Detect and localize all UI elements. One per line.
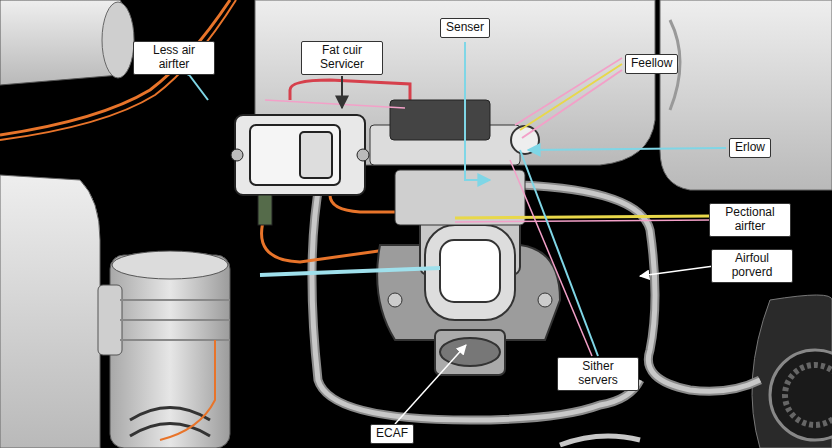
engine-part-path bbox=[528, 148, 726, 150]
callout-text: Airfoul porverd bbox=[717, 252, 787, 280]
engine-part-path bbox=[510, 160, 592, 356]
callout-label: Less air airfter bbox=[133, 41, 215, 75]
engine-part-path bbox=[265, 100, 405, 108]
engine-part-circle bbox=[538, 293, 552, 307]
engine-part-path bbox=[260, 268, 440, 275]
engine-part-path bbox=[120, 300, 230, 340]
callout-label: Erlow bbox=[729, 138, 771, 158]
engine-part-path bbox=[455, 220, 712, 222]
callout-text: Fat cuir Servicer bbox=[307, 44, 377, 72]
engine-part-path bbox=[190, 76, 208, 100]
callout-label: Pectional airfter bbox=[709, 203, 791, 237]
engine-part-ellipse bbox=[102, 2, 134, 78]
callout-text: Feellow bbox=[631, 57, 672, 71]
callout-text: Pectional airfter bbox=[715, 206, 785, 234]
engine-part-path bbox=[160, 340, 215, 440]
engine-part-path bbox=[520, 150, 598, 356]
engine-part-path bbox=[522, 70, 622, 138]
engine-part-path bbox=[455, 216, 712, 218]
engine-part-rect bbox=[98, 285, 122, 355]
engine-part-path bbox=[395, 345, 466, 424]
engine-part-ellipse bbox=[112, 251, 228, 279]
engine-part-rect bbox=[425, 225, 515, 320]
engine-part-rect bbox=[110, 255, 230, 448]
callout-text: Erlow bbox=[735, 141, 765, 155]
engine-part-path bbox=[640, 266, 714, 276]
engine-part-circle bbox=[357, 149, 369, 161]
engine-part-path bbox=[465, 42, 490, 180]
engine-part-path bbox=[0, 175, 100, 448]
engine-part-rect bbox=[300, 132, 332, 178]
engine-part-circle bbox=[388, 293, 402, 307]
engine-part-path bbox=[341, 76, 343, 108]
engine-part-rect bbox=[390, 100, 490, 140]
callout-label: Sither servers bbox=[557, 357, 639, 391]
engine-part-path bbox=[0, 0, 236, 140]
engine-part-circle bbox=[770, 350, 832, 440]
engine-part-path bbox=[520, 64, 622, 130]
engine-part-path bbox=[515, 58, 622, 125]
callout-text: Senser bbox=[446, 21, 484, 35]
engine-part-circle bbox=[231, 149, 243, 161]
callout-label: Senser bbox=[440, 18, 490, 38]
callout-text: Sither servers bbox=[563, 360, 633, 388]
engine-part-rect bbox=[235, 115, 365, 195]
engine-part-circle bbox=[785, 365, 832, 425]
callout-label: ECAF bbox=[370, 424, 414, 444]
callout-text: ECAF bbox=[376, 427, 408, 441]
engine-part-rect bbox=[258, 195, 272, 225]
engine-part-ellipse bbox=[440, 338, 500, 366]
callout-label: Fat cuir Servicer bbox=[301, 41, 383, 75]
engine-part-path bbox=[560, 436, 640, 445]
engine-part-path bbox=[660, 0, 832, 190]
engine-part-rect bbox=[440, 240, 500, 302]
engine-part-rect bbox=[250, 125, 340, 185]
callout-label: Airfoul porverd bbox=[711, 249, 793, 283]
callout-text: Less air airfter bbox=[139, 44, 209, 72]
callout-label: Feellow bbox=[625, 54, 678, 74]
